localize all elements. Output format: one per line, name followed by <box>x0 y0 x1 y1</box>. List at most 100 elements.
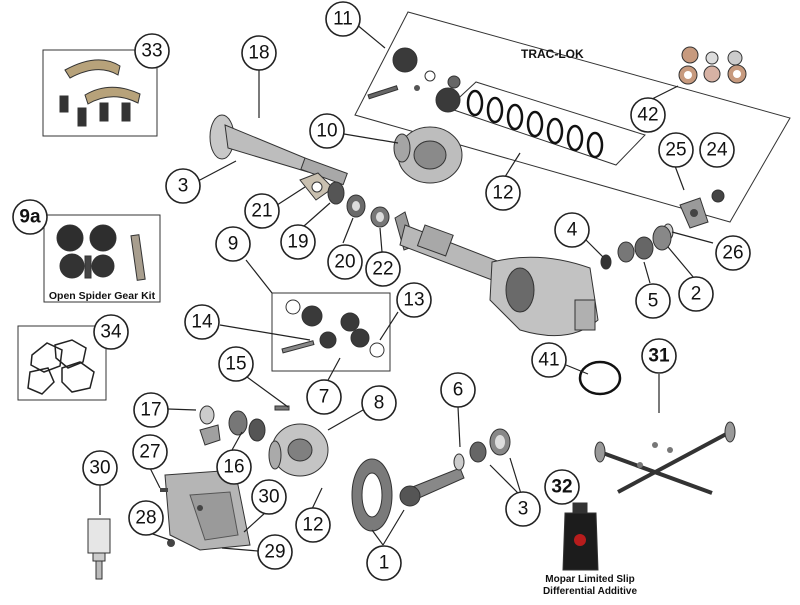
callout-label: 16 <box>223 457 244 478</box>
open-spider-gear-kit-part <box>56 224 146 281</box>
callout-6: 6 <box>440 372 476 408</box>
callout-31: 31 <box>641 338 677 374</box>
callout-label: 1 <box>379 553 390 574</box>
additive-bottle-part <box>562 502 599 571</box>
callout-19: 19 <box>280 224 316 260</box>
callout-label: 11 <box>333 9 353 30</box>
callout-label: 29 <box>264 542 285 563</box>
cover-bolt-part <box>160 488 168 492</box>
kit-box-34 <box>17 325 107 401</box>
trac-lok-label: TRAC-LOK <box>521 47 584 61</box>
callout-label: 33 <box>141 41 162 62</box>
callout-34: 34 <box>93 314 129 350</box>
callout-label: 12 <box>302 515 323 536</box>
pinion-shim-bearings-part <box>453 428 511 471</box>
callout-label: 30 <box>258 487 279 508</box>
mopar-additive-label-line2: Differential Additive <box>543 586 638 597</box>
callout-3-upper: 3 <box>165 168 201 204</box>
callout-label: 25 <box>665 140 686 161</box>
open-spider-gear-kit-label: Open Spider Gear Kit <box>49 290 156 302</box>
callout-7: 7 <box>306 379 342 415</box>
callout-label: 8 <box>374 393 385 414</box>
pinion-bearings-part <box>600 225 672 270</box>
clutch-pack-box <box>447 81 646 166</box>
callout-label: 13 <box>403 290 424 311</box>
callout-label: 17 <box>140 400 161 421</box>
callout-4: 4 <box>554 212 590 248</box>
axle-shaft-part <box>209 114 348 186</box>
callout-13: 13 <box>396 282 432 318</box>
callout-27: 27 <box>132 434 168 470</box>
callout-18: 18 <box>241 35 277 71</box>
callout-label: 42 <box>637 105 658 126</box>
callout-25: 25 <box>658 132 694 168</box>
callout-label: 14 <box>191 312 213 333</box>
trac-lok-box <box>354 11 791 223</box>
callout-24: 24 <box>699 132 735 168</box>
callout-10: 10 <box>309 113 345 149</box>
callout-11: 11 <box>325 1 361 37</box>
callout-label: 20 <box>334 252 355 273</box>
axle-housing-part <box>394 211 599 337</box>
callout-label: 10 <box>316 121 337 142</box>
callout-label: 4 <box>567 220 578 241</box>
callout-15: 15 <box>218 346 254 382</box>
callout-label: 27 <box>139 442 160 463</box>
callout-label: 30 <box>89 458 110 479</box>
callout-label: 2 <box>691 284 702 305</box>
clutch-plates-part <box>466 89 604 159</box>
callout-30-cover: 30 <box>251 479 287 515</box>
trac-lok-case-part <box>393 126 463 184</box>
callout-label: 12 <box>492 183 513 204</box>
callout-32: 32 <box>544 469 580 505</box>
kit-box-33 <box>42 49 158 137</box>
spider-gear-set-part <box>281 299 385 358</box>
callout-33: 33 <box>134 33 170 69</box>
callout-label: 19 <box>287 232 308 253</box>
callout-label: 32 <box>551 477 572 498</box>
kit-box-9a <box>43 214 161 303</box>
callout-28: 28 <box>128 500 164 536</box>
callout-label: 15 <box>225 354 246 375</box>
callout-5: 5 <box>635 283 671 319</box>
callout-1: 1 <box>366 545 402 581</box>
bearing-kit-part <box>678 46 747 85</box>
callout-9: 9 <box>215 226 251 262</box>
differential-cover-part <box>164 469 251 551</box>
callout-label: 3 <box>178 176 189 197</box>
callout-14: 14 <box>184 304 220 340</box>
callout-label: 7 <box>319 387 330 408</box>
callout-label: 21 <box>251 201 272 222</box>
callout-29: 29 <box>257 534 293 570</box>
callout-2: 2 <box>678 276 714 312</box>
callout-label: 28 <box>135 508 156 529</box>
callout-8: 8 <box>361 385 397 421</box>
callout-label: 34 <box>100 322 122 343</box>
callout-label: 6 <box>453 380 464 401</box>
callout-label: 31 <box>648 346 670 367</box>
callout-12-lower: 12 <box>295 507 331 543</box>
mopar-additive-label-line1: Mopar Limited Slip <box>545 574 634 585</box>
callout-label: 9 <box>228 234 239 255</box>
callout-label: 26 <box>722 243 743 264</box>
callout-42: 42 <box>630 97 666 133</box>
kit-box-9 <box>271 292 391 372</box>
callout-label: 22 <box>372 259 393 280</box>
callout-22: 22 <box>365 251 401 287</box>
callout-label: 24 <box>706 140 728 161</box>
callout-17: 17 <box>133 392 169 428</box>
callout-label: 18 <box>248 43 269 64</box>
axle-shaft-kit-part <box>594 421 736 495</box>
callout-label: 5 <box>648 291 659 312</box>
callout-16: 16 <box>216 449 252 485</box>
differential-case-part <box>268 423 329 477</box>
callout-26: 26 <box>715 235 751 271</box>
callout-9a: 9a <box>12 199 48 235</box>
callout-21: 21 <box>244 193 280 229</box>
seal-ring-part <box>578 360 622 396</box>
callout-label: 9a <box>19 207 41 228</box>
sealant-tube-part <box>87 518 111 580</box>
callout-label: 41 <box>538 350 559 371</box>
axle-bearings-part <box>327 181 390 228</box>
